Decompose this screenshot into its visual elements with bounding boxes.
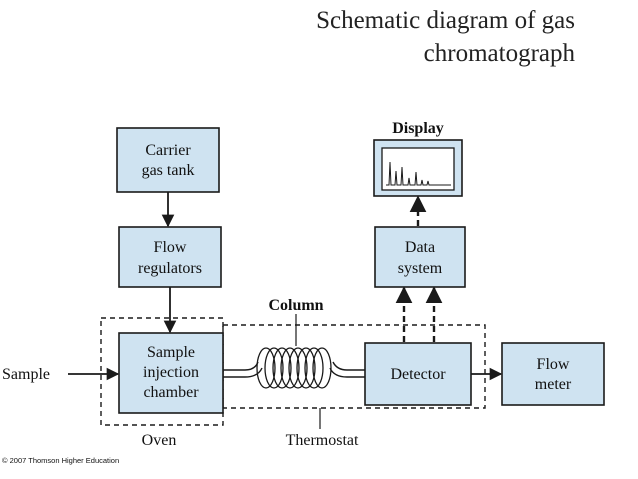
flow-meter-label-2: meter (535, 376, 572, 393)
carrier-gas-tank-box: Carrier gas tank (116, 127, 220, 193)
flow-meter-label-1: Flow (537, 356, 570, 373)
copyright-text: © 2007 Thomson Higher Education (2, 456, 119, 465)
oven-label: Oven (142, 432, 177, 449)
chromatogram-trace (386, 161, 451, 186)
sample-injection-label-1: Sample (147, 344, 195, 361)
column-tubing (223, 361, 365, 378)
data-system-box: Data system (374, 226, 466, 288)
column-coil-icon (256, 347, 332, 389)
column-label: Column (268, 297, 323, 314)
title-line-1: Schematic diagram of gas (316, 7, 575, 34)
flow-regulators-label-1: Flow (154, 239, 187, 256)
flow-regulators-label-2: regulators (138, 260, 202, 277)
sample-label: Sample (2, 366, 50, 383)
sample-injection-chamber-box: Sample injection chamber (118, 332, 224, 414)
display-monitor (373, 139, 463, 197)
sample-injection-label-3: chamber (143, 384, 199, 401)
data-system-label-2: system (398, 260, 443, 277)
display-label: Display (392, 120, 444, 137)
flow-meter-box: Flow meter (501, 342, 605, 406)
detector-box: Detector (364, 342, 472, 406)
flow-regulators-box: Flow regulators (118, 226, 222, 288)
carrier-gas-tank-label-2: gas tank (142, 162, 195, 179)
diagram-title: Schematic diagram of gas chromatograph (200, 4, 575, 70)
sample-injection-label-2: injection (143, 364, 199, 381)
title-line-2: chromatograph (423, 40, 575, 67)
detector-label: Detector (390, 366, 446, 383)
carrier-gas-tank-label-1: Carrier (145, 142, 191, 159)
thermostat-label: Thermostat (286, 432, 359, 449)
data-system-label-1: Data (405, 239, 435, 256)
